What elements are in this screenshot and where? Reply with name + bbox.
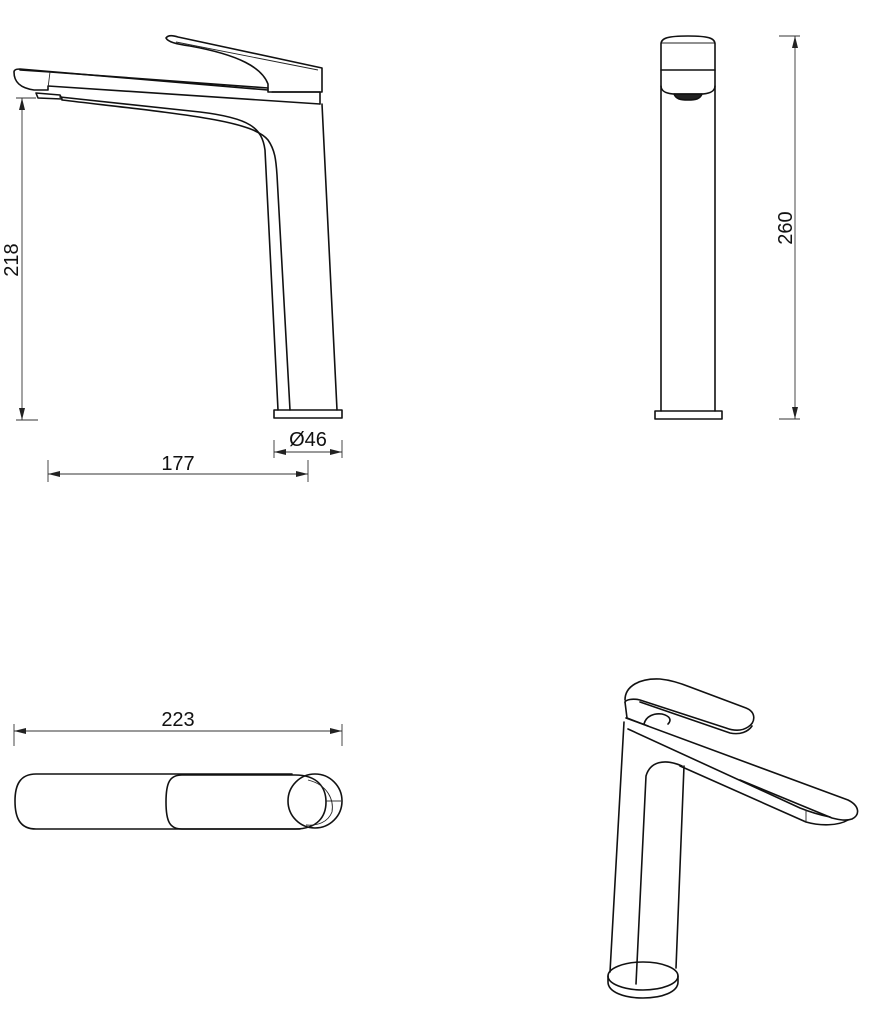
- dimension-spout-height: 218: [1, 97, 38, 421]
- label-177: 177: [161, 453, 194, 475]
- side-spout-top-edge: [19, 69, 269, 89]
- top-view: 223: [13, 709, 343, 830]
- arrow-head: [14, 728, 26, 734]
- persp-handle-side: [624, 701, 753, 735]
- dimension-base-diameter: Ø46: [273, 429, 343, 458]
- arrow-head: [296, 471, 308, 477]
- persp-body-inner: [635, 761, 683, 985]
- arrow-head: [330, 728, 342, 734]
- dimension-spout-reach: 177: [47, 453, 309, 482]
- side-base-plate: [273, 409, 343, 419]
- arrow-head: [792, 407, 798, 419]
- side-handle-inner-line: [175, 41, 319, 71]
- front-aerator: [673, 93, 703, 101]
- label-223: 223: [161, 709, 194, 731]
- front-base-plate: [654, 410, 723, 420]
- persp-body-front: [609, 721, 625, 973]
- front-view: [654, 35, 723, 420]
- top-spout-outline: [14, 773, 301, 830]
- dimension-total-length: 223: [13, 709, 343, 746]
- side-handle-base: [271, 91, 321, 105]
- label-diameter-46: Ø46: [289, 429, 327, 451]
- persp-base-top: [607, 961, 679, 991]
- side-spout-underside: [59, 96, 279, 411]
- side-spout-inner-curve: [61, 99, 291, 411]
- front-spout-head: [660, 69, 716, 95]
- persp-handle-top: [624, 678, 755, 731]
- perspective-view: [607, 678, 859, 999]
- arrow-head: [19, 98, 25, 110]
- arrow-head: [274, 449, 286, 455]
- label-260: 260: [775, 211, 797, 244]
- persp-base-side: [607, 975, 679, 999]
- side-view: [13, 34, 343, 419]
- label-218: 218: [1, 243, 23, 276]
- side-body-rear: [321, 103, 338, 411]
- top-base-inner-arc: [305, 779, 333, 826]
- arrow-head: [48, 471, 60, 477]
- side-handle-lever: [165, 34, 323, 93]
- top-base-ring: [287, 773, 343, 829]
- persp-handle-cavity: [643, 713, 671, 725]
- front-handle-top: [660, 35, 716, 71]
- persp-spout-bottom: [679, 765, 849, 826]
- side-spout-front: [47, 71, 51, 89]
- side-spout: [13, 68, 321, 105]
- dimension-total-height: 260: [775, 35, 800, 420]
- arrow-head: [792, 36, 798, 48]
- persp-spout-edge: [627, 728, 831, 818]
- top-handle-outline: [165, 774, 327, 830]
- persp-body-rear: [675, 765, 685, 969]
- arrow-head: [330, 449, 342, 455]
- persp-spout-top: [625, 717, 859, 821]
- side-aerator: [35, 92, 63, 100]
- arrow-head: [19, 408, 25, 420]
